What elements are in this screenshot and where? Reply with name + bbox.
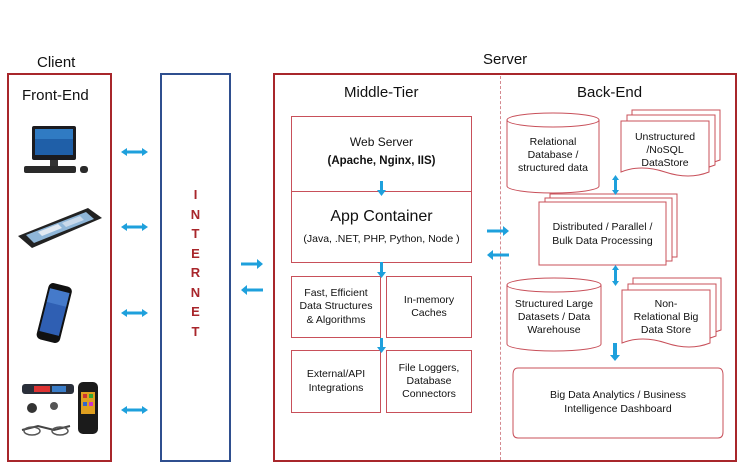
desktop-computer-icon	[24, 126, 94, 176]
analytics-dashboard-label: Big Data Analytics / Business Intelligen…	[550, 389, 686, 415]
back-end-title: Back-End	[577, 84, 643, 101]
tier-divider	[500, 76, 501, 460]
client-frontend-box: Front-End	[7, 73, 112, 462]
nosql-document-shape	[620, 120, 710, 177]
internet-letter: I	[193, 187, 198, 202]
bigdata-store-label: Non- Relational Big Data Store	[633, 298, 699, 337]
web-server-box: Web Server (Apache, Nginx, IIS)	[291, 116, 472, 192]
algorithms-box: Fast, Efficient Data Structures & Algori…	[291, 276, 381, 338]
bigdata-store-shape	[621, 289, 711, 348]
app-container-box: App Container (Java, .NET, PHP, Python, …	[291, 191, 472, 263]
server-box	[273, 73, 737, 462]
frontend-title: Front-End	[22, 87, 89, 104]
wearables-icon	[20, 378, 104, 440]
internet-letter: T	[191, 226, 200, 241]
external-integrations-box: External/API Integrations	[291, 350, 381, 413]
app-container-title: App Container	[330, 208, 433, 226]
caches-box: In-memory Caches	[386, 276, 472, 338]
internet-letter: T	[191, 323, 200, 339]
server-header: Server	[483, 51, 528, 68]
warehouse-cylinder-shape	[506, 285, 602, 352]
internet-letter: E	[191, 304, 200, 319]
distributed-processing-label: Distributed / Parallel / Bulk Data Proce…	[552, 221, 653, 247]
internet-letter: R	[190, 265, 201, 280]
relational-db-label: Relational Database / structured data	[517, 136, 589, 175]
data-warehouse-label: Structured Large Datasets / Data Warehou…	[514, 298, 594, 337]
middle-tier-title: Middle-Tier	[344, 84, 419, 101]
tablet-icon	[18, 208, 102, 248]
relational-cylinder-shape	[506, 120, 600, 194]
smartphone-icon	[34, 282, 74, 346]
internet-letter: N	[190, 284, 201, 300]
nosql-datastore-label: Unstructured /NoSQL DataStore	[634, 131, 696, 170]
internet-letter: N	[190, 206, 201, 222]
distributed-processing-shape	[538, 201, 667, 266]
web-server-examples: (Apache, Nginx, IIS)	[327, 155, 436, 168]
internet-letter: E	[191, 245, 200, 261]
loggers-connectors-box: File Loggers, Database Connectors	[386, 350, 472, 413]
web-server-label: Web Server	[349, 135, 414, 150]
analytics-dashboard-shape	[512, 367, 724, 439]
app-container-languages: (Java, .NET, PHP, Python, Node )	[303, 233, 460, 246]
client-header: Client	[37, 54, 76, 71]
